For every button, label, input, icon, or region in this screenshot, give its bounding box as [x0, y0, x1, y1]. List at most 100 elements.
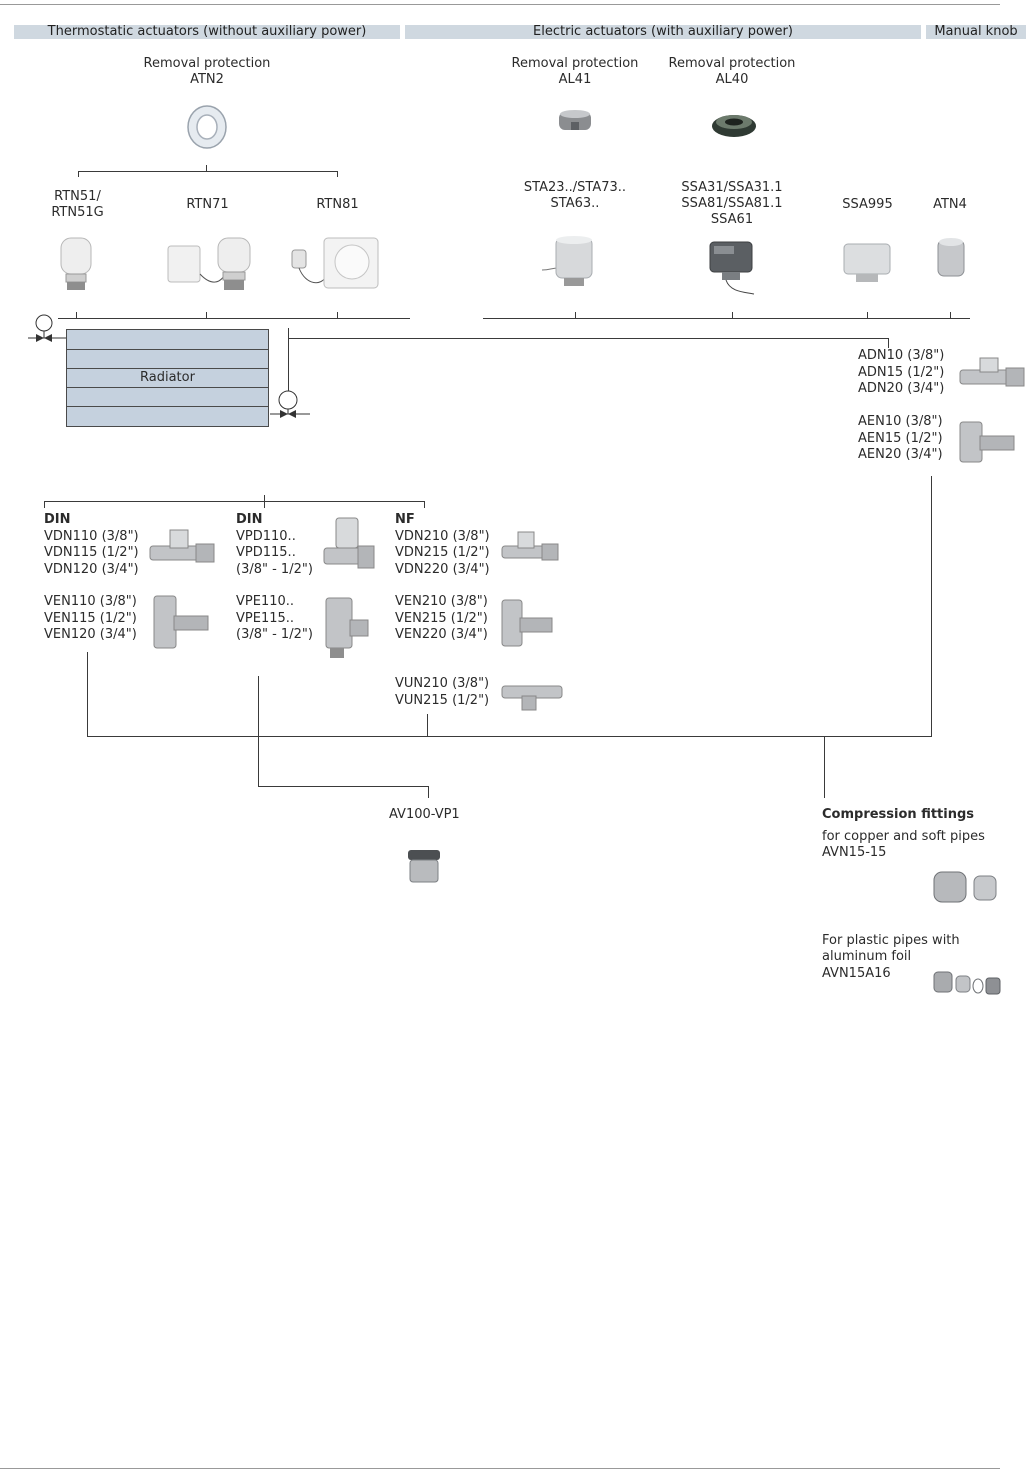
al41-label: Removal protection AL41: [495, 56, 655, 88]
radiator-rib: [67, 406, 268, 407]
vpd-item: (3/8" - 1/2"): [236, 561, 313, 577]
atn2-label: Removal protection ATN2: [127, 56, 287, 88]
din2-vpd-list: DIN VPD110.. VPD115.. (3/8" - 1/2"): [236, 512, 313, 578]
collector-pipe: [87, 736, 932, 737]
top-rule: [0, 4, 1000, 5]
thermostatic-baseline: [58, 318, 410, 319]
fittings-copper-desc: for copper and soft pipes: [822, 829, 985, 844]
vdn1-valve-icon: [149, 529, 215, 563]
bottom-rule: [0, 1468, 1000, 1469]
din2-vpe-list: VPE110.. VPE115.. (3/8" - 1/2"): [236, 594, 313, 644]
al41-ring-icon: [559, 110, 591, 130]
return-pipe-vertical: [288, 328, 289, 392]
rtn51-tick: [76, 312, 77, 318]
fittings-plastic-model: AVN15A16: [822, 966, 891, 981]
vdn-item: VDN210 (3/8"): [395, 528, 490, 544]
header-electric: Electric actuators (with auxiliary power…: [405, 25, 921, 39]
atn4-label: ATN4: [933, 197, 967, 212]
atn4-knob-icon: [937, 238, 965, 277]
adn-item: ADN15 (1/2"): [858, 364, 945, 380]
rtn81-tick: [337, 312, 338, 318]
return-pipe-top: [288, 338, 888, 339]
vpd-item: VPD110..: [236, 528, 296, 544]
vpd-valve-icon: [323, 517, 375, 569]
nf-vdn-list: NF VDN210 (3/8") VDN215 (1/2") VDN220 (3…: [395, 512, 490, 578]
ssa995-actuator-icon: [843, 243, 891, 282]
electric-baseline: [483, 318, 970, 319]
din2-connector: [258, 676, 259, 786]
ssa-label: SSA31/SSA31.1 SSA81/SSA81.1 SSA61: [681, 180, 783, 227]
supply-valve-symbol: [28, 314, 68, 342]
ven1-valve-icon: [153, 595, 209, 649]
radiator-rib: [67, 349, 268, 350]
rtn81-label: RTN81: [316, 197, 359, 212]
ven-item: VEN115 (1/2"): [44, 610, 137, 626]
sta-label: STA23../STA73.. STA63..: [523, 180, 627, 211]
valve-bracket-left: [44, 501, 45, 508]
al41-title: Removal protection: [511, 56, 639, 71]
radiator: Radiator: [66, 329, 269, 427]
aen-item: AEN20 (3/4"): [858, 447, 943, 462]
vdn-item: VDN115 (1/2"): [44, 545, 139, 560]
fittings-plastic-desc: For plastic pipes with aluminum foil: [822, 933, 960, 964]
rtn71-label: RTN71: [186, 197, 229, 212]
vun-valve-icon: [501, 685, 563, 711]
vdn-item: VDN220 (3/4"): [395, 561, 490, 577]
rtn51-label: RTN51/ RTN51G: [51, 189, 104, 220]
din1-vdn-list: DIN VDN110 (3/8") VDN115 (1/2") VDN120 (…: [44, 512, 139, 578]
valve-groups-bracket: [44, 501, 424, 502]
atn2-ring-icon: [187, 105, 227, 149]
header-thermostatic: Thermostatic actuators (without auxiliar…: [14, 25, 400, 39]
al40-label: Removal protection AL40: [652, 56, 812, 88]
aen-connector: [931, 476, 932, 736]
vdn-item: VDN120 (3/4"): [44, 561, 139, 577]
sta-tick: [575, 312, 576, 318]
vpe-valve-icon: [325, 597, 369, 658]
atn2-model: ATN2: [190, 72, 224, 87]
fittings-plastic-icon: [933, 971, 1001, 995]
vun-item: VUN210 (3/8"): [395, 676, 490, 691]
valve-bracket-mid: [264, 495, 265, 508]
nf-ven-list: VEN210 (3/8") VEN215 (1/2") VEN220 (3/4"…: [395, 594, 488, 644]
vdn-item: VDN215 (1/2"): [395, 545, 490, 560]
adn-item: ADN10 (3/8"): [858, 348, 945, 363]
ssa-actuator-icon: [709, 241, 755, 295]
adn-list: ADN10 (3/8") ADN15 (1/2") ADN20 (3/4"): [858, 348, 944, 398]
nf-heading: NF: [395, 512, 415, 527]
din1-connector: [87, 652, 88, 736]
vdn-item: VDN110 (3/8"): [44, 528, 139, 544]
ven-item: VEN210 (3/8"): [395, 594, 488, 609]
din2-heading: DIN: [236, 512, 263, 527]
nf-vun-list: VUN210 (3/8") VUN215 (1/2"): [395, 676, 489, 709]
ssa995-tick: [867, 312, 868, 318]
ven-item: VEN110 (3/8"): [44, 594, 137, 609]
al40-ring-icon: [712, 115, 756, 137]
vpd-item: VPD115..: [236, 545, 296, 560]
ven-item: VEN215 (1/2"): [395, 610, 488, 626]
aen-valve-icon: [959, 421, 1015, 463]
din1-ven-list: VEN110 (3/8") VEN115 (1/2") VEN120 (3/4"…: [44, 594, 137, 644]
atn2-bracket-right: [337, 171, 338, 177]
rtn71-head-icon: [167, 237, 251, 290]
atn4-tick: [950, 312, 951, 318]
vpe-item: (3/8" - 1/2"): [236, 627, 313, 642]
vpe-item: VPE110..: [236, 594, 295, 609]
av100-label: AV100-VP1: [389, 807, 460, 822]
adn-item: ADN20 (3/4"): [858, 381, 945, 396]
header-manual: Manual knob: [926, 25, 1026, 39]
atn2-connector: [206, 165, 207, 171]
rtn81-head-icon: [291, 237, 379, 289]
sta-actuator-icon: [541, 236, 593, 286]
radiator-rib: [67, 387, 268, 388]
av100-connector: [428, 786, 429, 798]
aen-list: AEN10 (3/8") AEN15 (1/2") AEN20 (3/4"): [858, 414, 943, 464]
al41-model: AL41: [558, 72, 592, 87]
al40-title: Removal protection: [668, 56, 796, 71]
av100-insert-icon: [408, 850, 440, 883]
vdn2-valve-icon: [501, 531, 559, 561]
return-pipe-down: [888, 338, 889, 348]
al40-model: AL40: [715, 72, 749, 87]
ssa995-label: SSA995: [842, 197, 893, 212]
fittings-title: Compression fittings: [822, 807, 975, 822]
rtn71-tick: [206, 312, 207, 318]
